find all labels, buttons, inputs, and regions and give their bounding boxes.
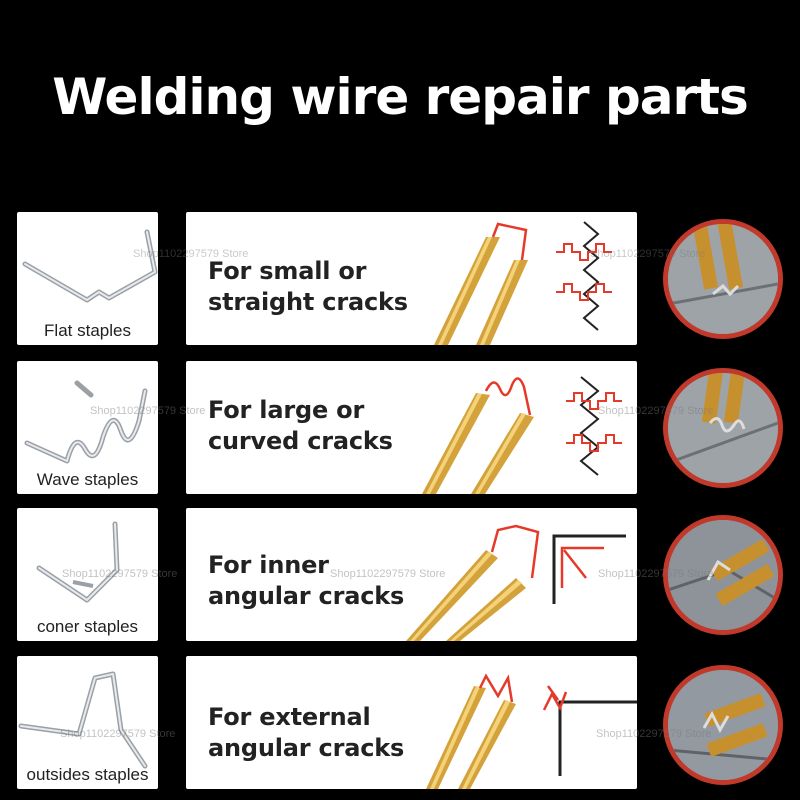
welding-tip-icon: [434, 222, 528, 345]
staple-label: coner staples: [36, 617, 139, 636]
staple-card-wave: Wave staples: [17, 361, 158, 494]
application-photo-1: [663, 219, 783, 339]
use-card-external-angular: For external angular cracks: [186, 656, 637, 789]
use-text: For large or curved cracks: [208, 396, 393, 455]
welding-tip-icon: [406, 524, 540, 641]
staple-card-flat: Flat staples: [17, 212, 158, 345]
use-text: For small or straight cracks: [208, 257, 408, 316]
staple-label: Flat staples: [44, 321, 131, 340]
application-photo-4: [663, 665, 783, 785]
inner-angle-pattern-icon: [552, 534, 626, 604]
welding-tip-icon: [426, 673, 516, 789]
welding-tip-icon: [422, 377, 534, 494]
use-card-inner-angular: For inner angular cracks: [186, 508, 637, 641]
staple-card-outside: outsides staples: [17, 656, 158, 789]
page-title: Welding wire repair parts: [52, 68, 749, 126]
corner-staple-icon: [36, 521, 120, 603]
use-text: For external angular cracks: [208, 703, 405, 762]
wave-staple-icon: [24, 380, 148, 464]
zigzag-pattern-icon: [566, 376, 622, 476]
application-photo-3: [663, 515, 783, 635]
use-card-small-straight: For small or straight cracks: [186, 212, 637, 345]
use-text: For inner angular cracks: [208, 551, 405, 610]
outer-angle-pattern-icon: [542, 685, 637, 776]
outside-staple-icon: [18, 671, 148, 769]
flat-staple-icon: [22, 229, 158, 303]
staple-label: outsides staples: [26, 765, 149, 784]
staple-card-corner: coner staples: [17, 508, 158, 641]
zigzag-pattern-icon: [556, 221, 612, 331]
use-card-large-curved: For large or curved cracks: [186, 361, 637, 494]
staple-label: Wave staples: [36, 470, 139, 489]
application-photo-2: [663, 368, 783, 488]
